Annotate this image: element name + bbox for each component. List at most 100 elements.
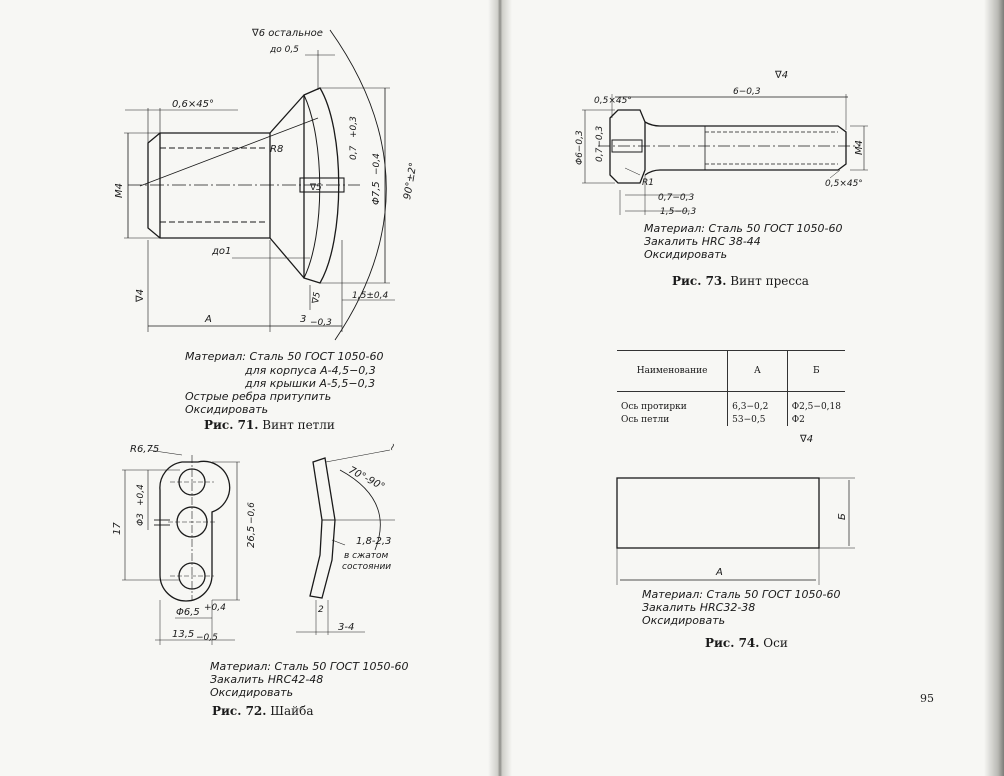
- fig72-side-view: [309, 457, 336, 599]
- fig71-note-oxidize: Оксидировать: [185, 403, 269, 416]
- fig72-dim-135-tol: −0,5: [196, 633, 218, 643]
- fig73-dim-07: 0,7−0,3: [595, 126, 605, 162]
- fig73-note-material: Материал: Сталь 50 ГОСТ 1050-60: [644, 222, 843, 235]
- table-cell: Φ2,5−0,18: [786, 391, 845, 413]
- table-header-row: Наименование А Б: [617, 350, 845, 392]
- fig72-squeezed-1: в сжатом: [344, 551, 388, 561]
- table-cell: Ось петли: [621, 414, 670, 425]
- fig74-dim-A: A: [715, 567, 723, 578]
- book-gutter: [488, 0, 512, 776]
- fig71-caption-num: Рис. 71.: [204, 418, 259, 432]
- fig73-dim-R1: R1: [642, 178, 654, 188]
- fig72-dim-phi3-tol: +0,4: [136, 484, 146, 506]
- fig72-dim-265-tol: −0,6: [247, 502, 257, 524]
- fig74-note-material: Материал: Сталь 50 ГОСТ 1050-60: [642, 588, 841, 601]
- fig74-dim-B: Б: [837, 513, 848, 520]
- fig73-note-harden: Закалить HRC 38-44: [644, 235, 761, 248]
- table-header-name: Наименование: [617, 350, 728, 392]
- fig71-dim-M4: M4: [114, 183, 125, 198]
- fig72-dim-phi65: Φ6,5: [176, 607, 200, 618]
- fig71-dim-3: 3: [300, 314, 306, 325]
- fig72-dim-2: 2: [318, 605, 324, 615]
- fig73-dim-length: 6−0,3: [733, 87, 761, 97]
- fig71-dim-phi75-tol: −0,4: [372, 153, 382, 175]
- fig72-caption-title: Шайба: [270, 704, 314, 718]
- table-header-b: Б: [786, 350, 845, 392]
- table-header-a: А: [727, 350, 788, 392]
- fig71-dim-do05: до 0,5: [269, 45, 299, 55]
- fig71-dim-3-tol: −0,3: [310, 318, 332, 328]
- fig73-caption: Рис. 73. Винт пресса: [672, 274, 809, 288]
- dimension-table: Наименование А Б Ось протирки 6,3−0,2 Φ2…: [617, 350, 845, 426]
- fig72-dim-phi3: Φ3: [136, 513, 146, 526]
- fig71-dim-15: 1,5±0,4: [352, 291, 388, 301]
- fig73-caption-num: Рис. 73.: [672, 274, 727, 288]
- fig71-caption: Рис. 71. Винт петли: [204, 418, 335, 432]
- fig73-dim-chamfer: 0,5×45°: [594, 96, 632, 106]
- fig71-dim-A: A: [204, 314, 212, 325]
- fig74-caption-title: Оси: [763, 636, 788, 650]
- fig71-head: [303, 87, 340, 284]
- fig71-dim-R8: R8: [270, 144, 283, 155]
- fig72-dim-phi65-tol: +0,4: [204, 603, 226, 613]
- fig71-dim-nabla4: ∇4: [135, 289, 146, 303]
- fig72-dim-18: 1,8-2,3: [356, 536, 391, 547]
- fig71-dim-nabla5b: ∇5: [311, 291, 323, 306]
- fig72-note-material: Материал: Сталь 50 ГОСТ 1050-60: [210, 660, 409, 673]
- fig73-dim-15: 1,5−0,3: [660, 207, 696, 217]
- fig72-mark: ~: [386, 441, 399, 453]
- fig72-dim-R675: R6,75: [130, 444, 159, 455]
- fig74-note-harden: Закалить HRC32-38: [642, 601, 756, 614]
- page-edge: [984, 0, 1004, 776]
- fig74-caption-num: Рис. 74.: [705, 636, 760, 650]
- fig74-surface-label: ∇4: [799, 434, 813, 445]
- table-cell: Ось протирки: [621, 401, 687, 412]
- fig73-screw-head: [609, 109, 646, 184]
- fig73-dim-phi6: Φ6−0,3: [575, 130, 585, 165]
- fig72-caption: Рис. 72. Шайба: [212, 704, 314, 718]
- left-page: [0, 0, 496, 776]
- fig71-dim-nabla5: ∇5: [309, 183, 322, 193]
- fig72-note-oxidize: Оксидировать: [210, 686, 294, 699]
- fig72-note-harden: Закалить HRC42-48: [210, 673, 324, 686]
- fig73-dim-chamfer2: 0,5×45°: [825, 179, 863, 189]
- fig73-dim-07b: 0,7−0,3: [658, 193, 694, 203]
- fig72-washer: [159, 460, 231, 602]
- fig71-surface-label: ∇6 остальное: [251, 28, 323, 39]
- fig71-dim-chamfer: 0,6×45°: [172, 99, 214, 110]
- fig74-axle: [616, 477, 820, 549]
- fig71-note-lid: для крышки А-5,5−0,3: [245, 377, 376, 390]
- fig72-caption-num: Рис. 72.: [212, 704, 267, 718]
- table-row: Ось петли 53−0,5 Φ2: [617, 413, 845, 426]
- fig73-caption-title: Винт пресса: [730, 274, 809, 288]
- fig74-caption: Рис. 74. Оси: [705, 636, 788, 650]
- fig72-dim-135: 13,5: [172, 629, 194, 640]
- fig71-note-body: для корпуса А-4,5−0,3: [245, 364, 376, 377]
- table-row: Ось протирки 6,3−0,2 Φ2,5−0,18: [617, 391, 845, 413]
- table-cell: Φ2: [786, 413, 845, 426]
- fig71-note-material: Материал: Сталь 50 ГОСТ 1050-60: [185, 350, 384, 363]
- fig72-dim-265: 26,5: [246, 526, 257, 548]
- fig71-dim-07-tol: +0,3: [349, 116, 359, 138]
- page-number: 95: [920, 692, 934, 705]
- fig73-dim-M4: M4: [854, 140, 865, 155]
- fig72-squeezed-2: состоянии: [342, 562, 391, 572]
- table-cell: 6,3−0,2: [727, 391, 788, 413]
- fig73-screw-shank: [644, 121, 847, 176]
- fig71-caption-title: Винт петли: [262, 418, 335, 432]
- fig71-dim-07: 0,7: [349, 145, 359, 160]
- fig74-note-oxidize: Оксидировать: [642, 614, 726, 627]
- fig71-dim-phi75: Φ7,5: [371, 181, 382, 205]
- fig71-dim-do1: до1: [211, 246, 231, 257]
- table-cell: 53−0,5: [727, 413, 788, 426]
- fig73-note-oxidize: Оксидировать: [644, 248, 728, 261]
- fig71-note-edges: Острые ребра притупить: [185, 390, 332, 403]
